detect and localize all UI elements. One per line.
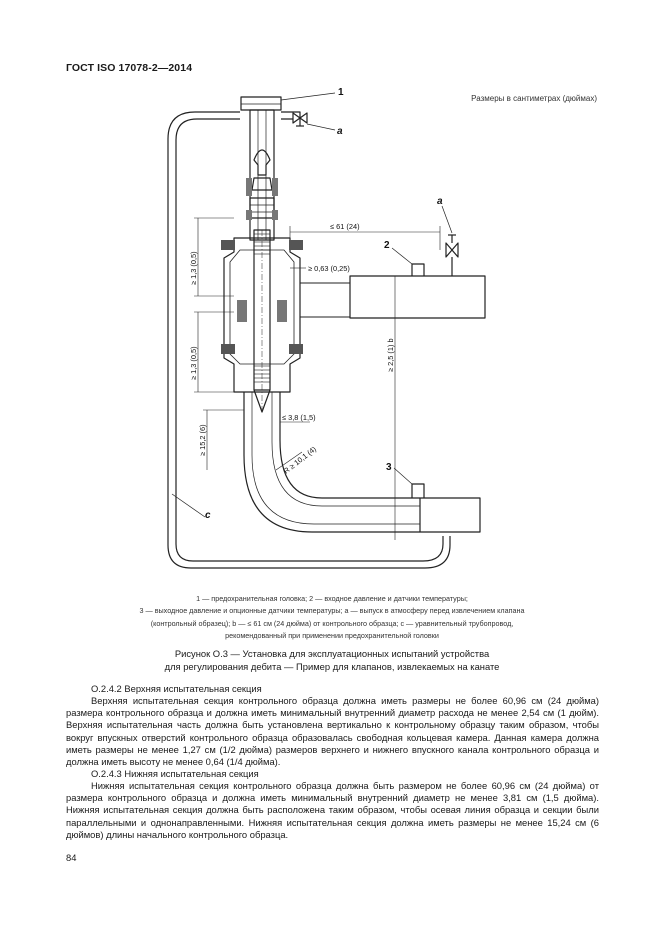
callout-a: a <box>337 126 343 137</box>
upper-tube <box>249 109 275 241</box>
dim-r: R ≥ 10,1 (4) <box>282 444 318 475</box>
lower-tube <box>243 392 420 533</box>
test-chamber <box>223 237 301 393</box>
section-text-upper: Верхняя испытательная секция контрольног… <box>66 695 599 768</box>
equalizing-pipeline <box>167 111 451 569</box>
legend-line: рекомендованный при применении предохран… <box>225 631 439 641</box>
units-note: Размеры в сантиметрах (дюймах) <box>471 94 597 103</box>
figure-legend: 1 — предохранительная головка; 2 — входн… <box>62 593 602 643</box>
inlet-line <box>300 282 350 318</box>
dim-61: ≤ 61 (24) <box>330 222 360 231</box>
inlet-valve-icon <box>445 242 459 258</box>
vent-line <box>281 111 301 120</box>
legend-line: 3 — выходное давление и опционные датчик… <box>139 606 525 616</box>
callout-1: 1 <box>338 87 344 98</box>
fishing-neck <box>253 149 271 176</box>
legend-line: 1 — предохранительная головка; 2 — входн… <box>196 594 468 603</box>
inlet-section <box>349 275 486 319</box>
legend-line: (контрольный образец); b — ≤ 61 см (24 д… <box>150 618 514 628</box>
section-text-lower: Нижняя испытательная секция контрольного… <box>66 780 599 840</box>
callout-c: c <box>205 510 211 521</box>
section-heading-lower: O.2.4.3 Нижняя испытательная секция <box>91 768 259 779</box>
caption-line: Рисунок O.3 — Установка для эксплуатацио… <box>174 648 490 659</box>
callout-3: 3 <box>386 462 392 473</box>
safety-head <box>240 96 282 111</box>
test-setup-diagram: 1 a a 2 3 c ≤ 61 (24) ≥ 0,63 (0,25) ≥ 1,… <box>167 87 486 569</box>
dim-25: ≥ 2,5 (1) b <box>386 338 395 372</box>
dim-063: ≥ 0,63 (0,25) <box>308 264 350 273</box>
dim-38: ≤ 3,8 (1,5) <box>282 413 316 422</box>
dim-152: ≥ 15,2 (6) <box>198 424 207 456</box>
caption-line: для регулирования дебита — Пример для кл… <box>164 660 500 672</box>
section-heading-upper: O.2.4.2 Верхняя испытательная секция <box>91 683 262 694</box>
outlet-section <box>419 497 481 533</box>
callout-2: 2 <box>384 240 390 251</box>
dim-13-lower: ≥ 1,3 (0,5) <box>189 346 198 380</box>
equalizing-pipeline-inner <box>175 118 444 562</box>
dim-13-upper: ≥ 1,3 (0,5) <box>189 251 198 285</box>
document-header: ГОСТ ISO 17078-2—2014 <box>66 62 193 74</box>
callout-a-inlet: a <box>437 196 443 207</box>
figure-caption: Рисунок O.3 — Установка для эксплуатацио… <box>62 648 602 673</box>
page-number: 84 <box>66 852 77 863</box>
